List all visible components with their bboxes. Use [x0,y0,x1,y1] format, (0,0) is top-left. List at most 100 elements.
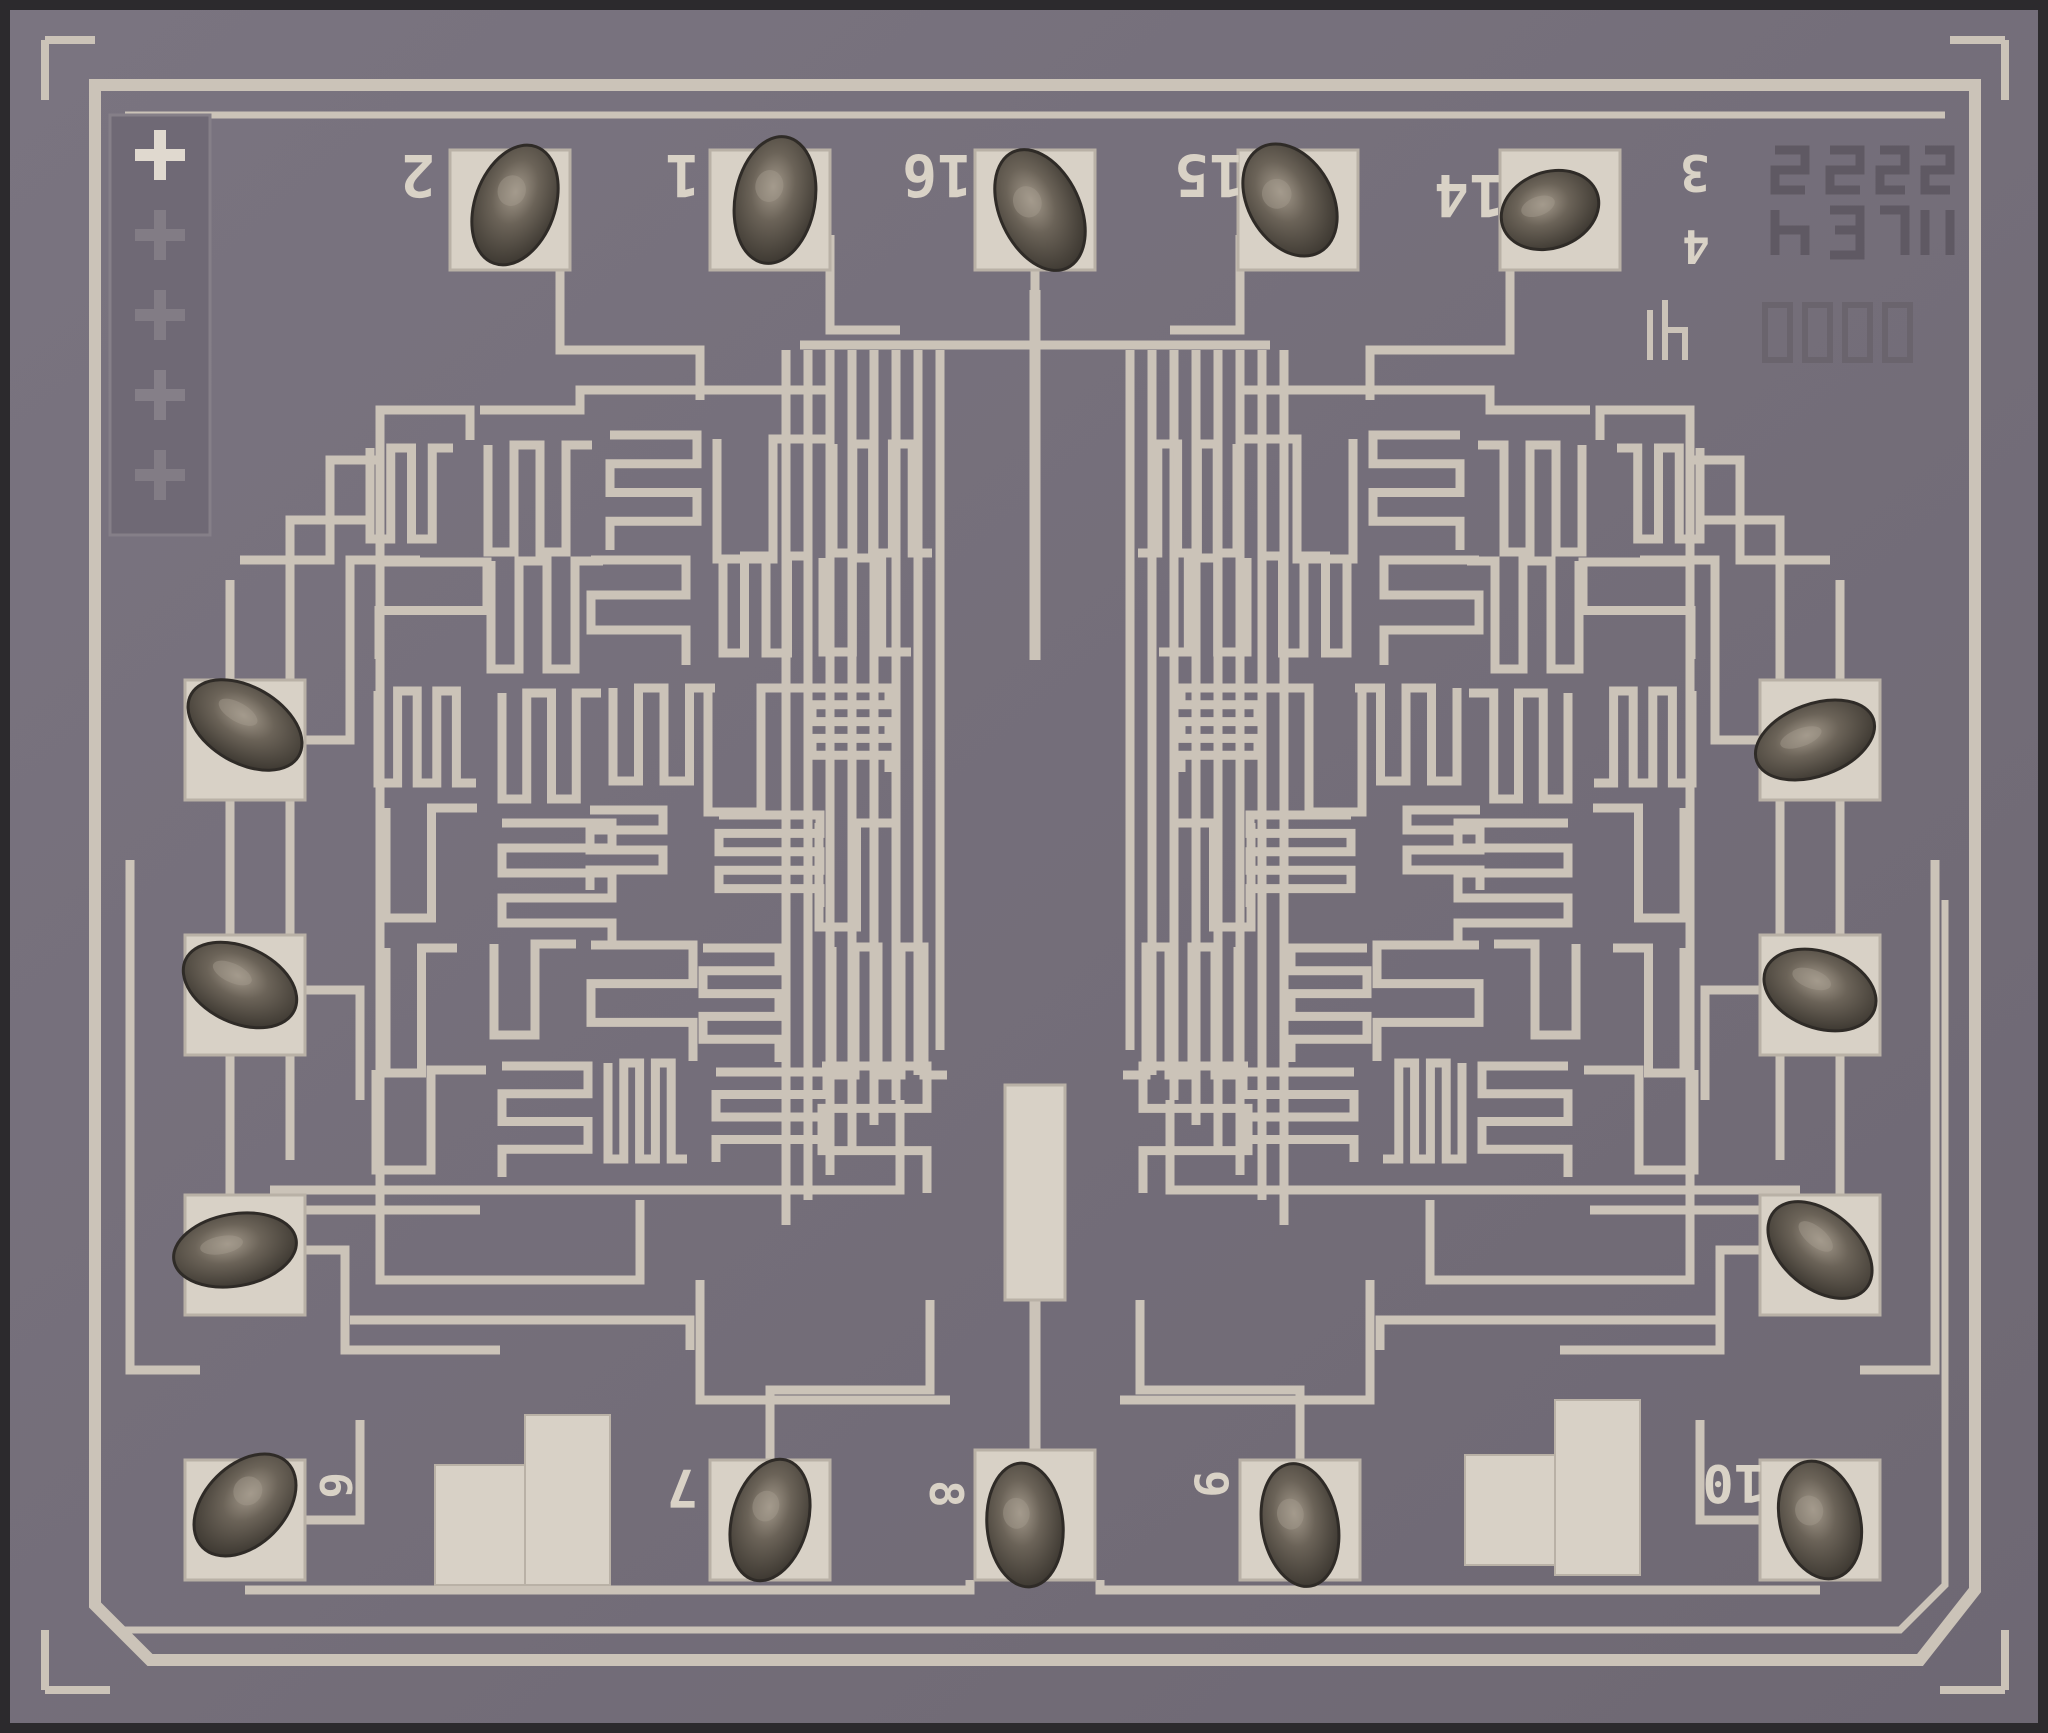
cross-icon [135,290,185,340]
metal-trace [486,556,603,674]
metal-trace [586,940,698,1061]
metal-trace [1477,1061,1573,1177]
metal-trace [608,683,715,786]
metal-trace [828,439,932,558]
bond-wire-highlight [1795,1495,1824,1526]
pad-label-8: 8 [919,1480,973,1508]
metal-trace [1286,943,1372,1062]
metal-trace [1123,942,1243,1080]
metal-trace [1860,860,1940,1375]
metal-trace [586,555,691,665]
metal-trace [1593,803,1689,923]
metal-trace [585,805,668,890]
corner-marks [41,36,2009,1694]
metal-trace [1467,556,1584,674]
metal-trace [1425,460,1695,1285]
metal-trace [1469,688,1573,804]
bond-wire-ball [181,940,299,1030]
metal-trace [1241,434,1358,564]
test-block [1554,1399,1641,1576]
bond-wire-ball [728,1457,812,1583]
bond-wire-ball [1499,168,1601,252]
metal-trace [497,1061,593,1177]
metal-trace [827,942,947,1080]
pad-label-2: 2 [400,141,435,209]
bond-wire-highlight [1780,726,1822,749]
metal-trace [305,1420,365,1525]
metal-trace [1700,985,1760,1100]
metal-trace [1165,1100,1800,1195]
metal-trace [1261,551,1352,658]
metal-trace [497,688,601,804]
metal-trace [711,1067,832,1162]
bond-wire-ball [1753,698,1877,782]
metal-trace [1138,439,1242,558]
metal-trace [1372,940,1484,1061]
pad-number-labels: 2 1 16 15 14 3 4 6 7 8 9 10 [309,141,1765,1517]
metal-trace [125,860,200,1375]
ground-bus [1003,1083,1067,1302]
cross-icon [135,210,185,260]
bond-wire-ball [985,1461,1065,1589]
test-block [434,1464,526,1586]
metal-trace [483,440,592,557]
bond-wire-highlight [752,1490,780,1522]
cross-icon [135,450,185,500]
alignment-crosses [108,113,212,537]
metal-trace [373,686,476,788]
mask-revision-marks [1770,145,1955,260]
bond-wires [172,135,1878,1589]
metal-trace [1494,939,1581,1040]
bond-wire-highlight [218,698,258,726]
metal-trace [1383,1058,1467,1164]
test-structure-marks [1647,300,1913,363]
bond-wire-highlight [1792,967,1832,991]
metal-trace [1379,555,1484,665]
bond-wire-ball [192,1452,298,1558]
bond-wire-ball [993,148,1087,272]
guard-ring [89,79,1981,1666]
metal-trace [245,1580,975,1595]
bond-wire-ball [172,1211,298,1289]
metal-trace [480,385,830,415]
metal-trace [1368,430,1465,550]
metal-trace [695,1280,950,1405]
bond-wire-highlight [1012,186,1042,218]
metal-trace [1238,1067,1359,1162]
metal-trace [712,434,829,564]
bond-wire-ball [1762,947,1878,1033]
metal-trace [350,1315,695,1350]
bond-wire-highlight [233,1476,263,1506]
metal-trace [603,1058,687,1164]
metal-trace [718,551,809,658]
metal-trace [489,939,576,1040]
metal-trace [814,818,894,932]
bond-wire-ball [1776,1459,1864,1581]
cross-icon [135,130,185,180]
bond-wire-highlight [1003,1497,1030,1529]
bond-wire-highlight [1521,195,1555,218]
pad-label-7: 7 [667,1457,698,1517]
metal-trace [1138,1061,1253,1193]
metal-trace [765,1300,935,1460]
test-block [524,1414,611,1586]
bond-wire-highlight [1798,1221,1833,1252]
metal-trace [1594,686,1697,788]
bond-wire-ball [1766,1200,1874,1300]
metal-trace [381,943,457,1078]
pad-label-16: 16 [902,141,972,209]
pad-label-1: 1 [665,141,700,209]
metal-trace [270,1100,905,1195]
metal-trace [1120,1280,1375,1405]
pad-label-3: 3 [1680,143,1710,201]
bond-wire-highlight [1276,1498,1304,1530]
bond-wire-highlight [212,960,252,986]
metal-trace [1176,818,1256,932]
bond-wire-highlight [1261,178,1292,209]
test-block [1464,1454,1556,1566]
metal-trace [1478,440,1587,557]
metal-trace [698,943,784,1062]
pad-label-6: 6 [309,1472,360,1499]
metal-trace [375,460,645,1285]
bond-wire-ball [1241,142,1339,258]
